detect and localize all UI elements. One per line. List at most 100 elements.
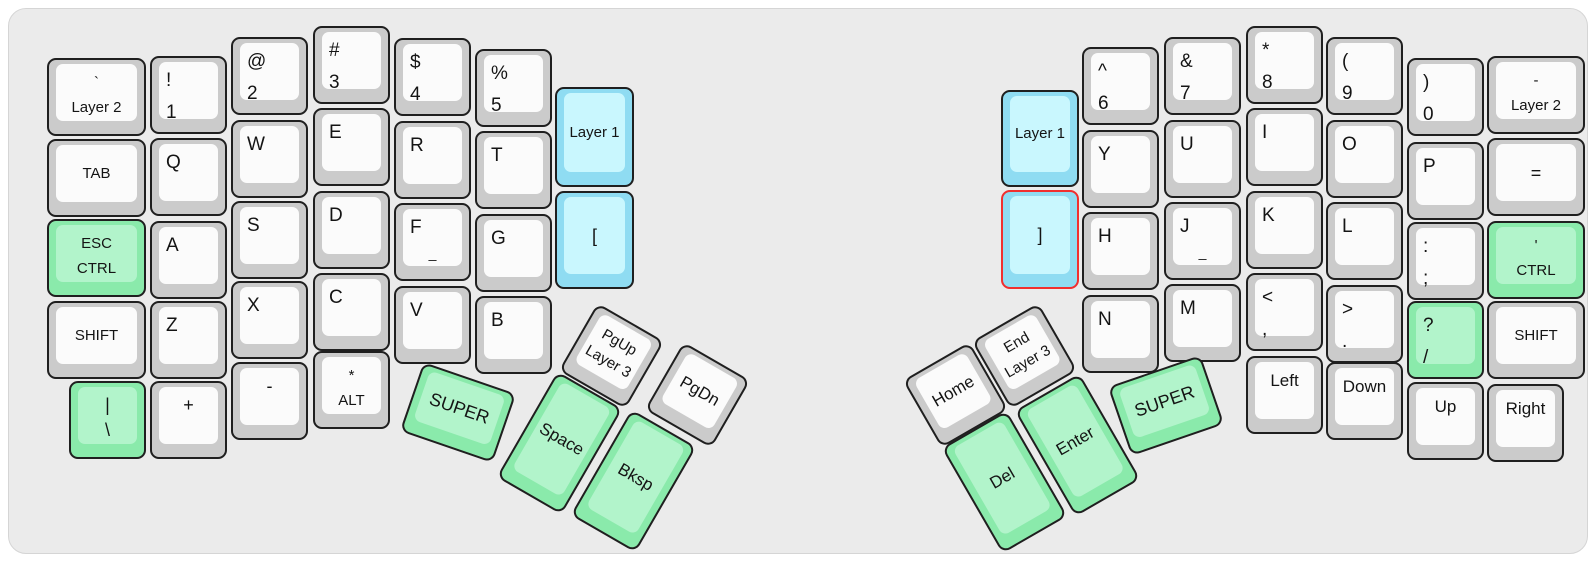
key-labels: M — [1173, 290, 1232, 325]
key-w[interactable]: W — [231, 120, 308, 198]
keycap-top: N — [1091, 301, 1150, 358]
key-label: ) — [1423, 72, 1430, 93]
key-labels: T — [484, 137, 543, 172]
key-e[interactable]: E — [313, 108, 390, 186]
key-h[interactable]: H — [1082, 212, 1159, 290]
key-i[interactable]: I — [1246, 108, 1323, 186]
key-star-alt[interactable]: *ALT — [313, 351, 390, 429]
key-right[interactable]: Right — [1487, 384, 1564, 462]
key-labels: Left — [1255, 362, 1314, 393]
key-caret-6[interactable]: ^6 — [1082, 47, 1159, 125]
key-star-8[interactable]: *8 — [1246, 26, 1323, 104]
key-rparen-0[interactable]: )0 — [1407, 58, 1484, 136]
keycap-top: O — [1335, 126, 1394, 183]
key-d[interactable]: D — [313, 191, 390, 269]
key-y[interactable]: Y — [1082, 130, 1159, 208]
key-tab[interactable]: TAB — [47, 139, 146, 217]
key-gt-period[interactable]: >. — [1326, 285, 1403, 363]
key-labels: Layer 1 — [564, 93, 625, 172]
key-percent-5[interactable]: %5 — [475, 49, 552, 127]
key-down[interactable]: Down — [1326, 362, 1403, 440]
keycap-top: M — [1173, 290, 1232, 347]
key-labels: SUPER — [413, 371, 506, 446]
keycap-top: Q — [159, 144, 218, 201]
key-k[interactable]: K — [1246, 191, 1323, 269]
key-label: W — [247, 134, 265, 155]
key-exclaim-1[interactable]: !1 — [150, 56, 227, 134]
key-minus-layer2[interactable]: -Layer 2 — [1487, 56, 1585, 134]
key-m[interactable]: M — [1164, 284, 1241, 362]
key-lparen-9[interactable]: (9 — [1326, 37, 1403, 115]
key-label: . — [1342, 331, 1348, 352]
key-label: O — [1342, 134, 1357, 155]
key-minus[interactable]: - — [231, 362, 308, 440]
key-label: ^ — [1098, 61, 1107, 82]
key-s[interactable]: S — [231, 201, 308, 279]
key-labels: Down — [1335, 368, 1394, 399]
key-question-slash[interactable]: ?/ — [1407, 301, 1484, 379]
keycap-top: 'CTRL — [1496, 227, 1576, 284]
key-lbracket[interactable]: [ — [555, 191, 634, 289]
key-label: Right — [1505, 399, 1546, 418]
key-f[interactable]: F_ — [394, 203, 471, 281]
key-layer1-left[interactable]: Layer 1 — [555, 87, 634, 187]
keycap-top: C — [322, 279, 381, 336]
key-a[interactable]: A — [150, 221, 227, 299]
key-p[interactable]: P — [1407, 142, 1484, 220]
key-label: ! — [166, 70, 172, 91]
key-o[interactable]: O — [1326, 120, 1403, 198]
key-shift-left[interactable]: SHIFT — [47, 301, 146, 379]
key-amp-7[interactable]: &7 — [1164, 37, 1241, 115]
key-labels: *8 — [1255, 32, 1314, 99]
key-label: = — [1530, 162, 1542, 183]
key-layer2-left[interactable]: `Layer 2 — [47, 58, 146, 136]
key-labels: R — [403, 127, 462, 162]
key-u[interactable]: U — [1164, 120, 1241, 198]
key-labels: A — [159, 227, 218, 262]
key-quote-ctrl[interactable]: 'CTRL — [1487, 221, 1585, 299]
key-label: # — [329, 40, 340, 61]
key-l[interactable]: L — [1326, 202, 1403, 280]
key-label: SUPER — [426, 388, 493, 428]
key-b[interactable]: B — [475, 296, 552, 374]
key-t[interactable]: T — [475, 131, 552, 209]
key-at-2[interactable]: @2 — [231, 37, 308, 115]
key-pipe-backslash[interactable]: |\ — [69, 381, 146, 459]
key-labels: S — [240, 207, 299, 242]
key-v[interactable]: V — [394, 286, 471, 364]
key-label: 7 — [1180, 83, 1191, 104]
key-z[interactable]: Z — [150, 301, 227, 379]
key-label: 3 — [329, 72, 340, 93]
key-c[interactable]: C — [313, 273, 390, 351]
key-label: ( — [1342, 51, 1349, 72]
key-plus[interactable]: + — [150, 381, 227, 459]
key-shift-right[interactable]: SHIFT — [1487, 301, 1585, 379]
key-hash-3[interactable]: #3 — [313, 26, 390, 104]
key-super-left[interactable]: SUPER — [399, 362, 517, 463]
key-x[interactable]: X — [231, 281, 308, 359]
key-j[interactable]: J_ — [1164, 202, 1241, 280]
key-layer1-right[interactable]: Layer 1 — [1001, 90, 1079, 187]
key-labels: SUPER — [1118, 364, 1211, 439]
key-lt-comma[interactable]: <, — [1246, 273, 1323, 351]
key-label: @ — [247, 51, 267, 72]
key-left[interactable]: Left — [1246, 356, 1323, 434]
keycap-top: X — [240, 287, 299, 344]
key-label: CTRL — [1516, 262, 1556, 279]
key-label: G — [491, 228, 506, 249]
key-r[interactable]: R — [394, 121, 471, 199]
key-label: 5 — [491, 95, 502, 116]
key-q[interactable]: Q — [150, 138, 227, 216]
key-dollar-4[interactable]: $4 — [394, 38, 471, 116]
key-labels: H — [1091, 218, 1150, 253]
key-colon-semicolon[interactable]: :; — [1407, 222, 1484, 300]
key-equals[interactable]: = — [1487, 138, 1585, 216]
key-label: SUPER — [1131, 381, 1198, 421]
key-n[interactable]: N — [1082, 295, 1159, 373]
key-label: Q — [166, 152, 181, 173]
key-rbracket[interactable]: ] — [1001, 190, 1079, 289]
key-g[interactable]: G — [475, 214, 552, 292]
key-up[interactable]: Up — [1407, 382, 1484, 460]
keycap-top: SHIFT — [56, 307, 137, 364]
